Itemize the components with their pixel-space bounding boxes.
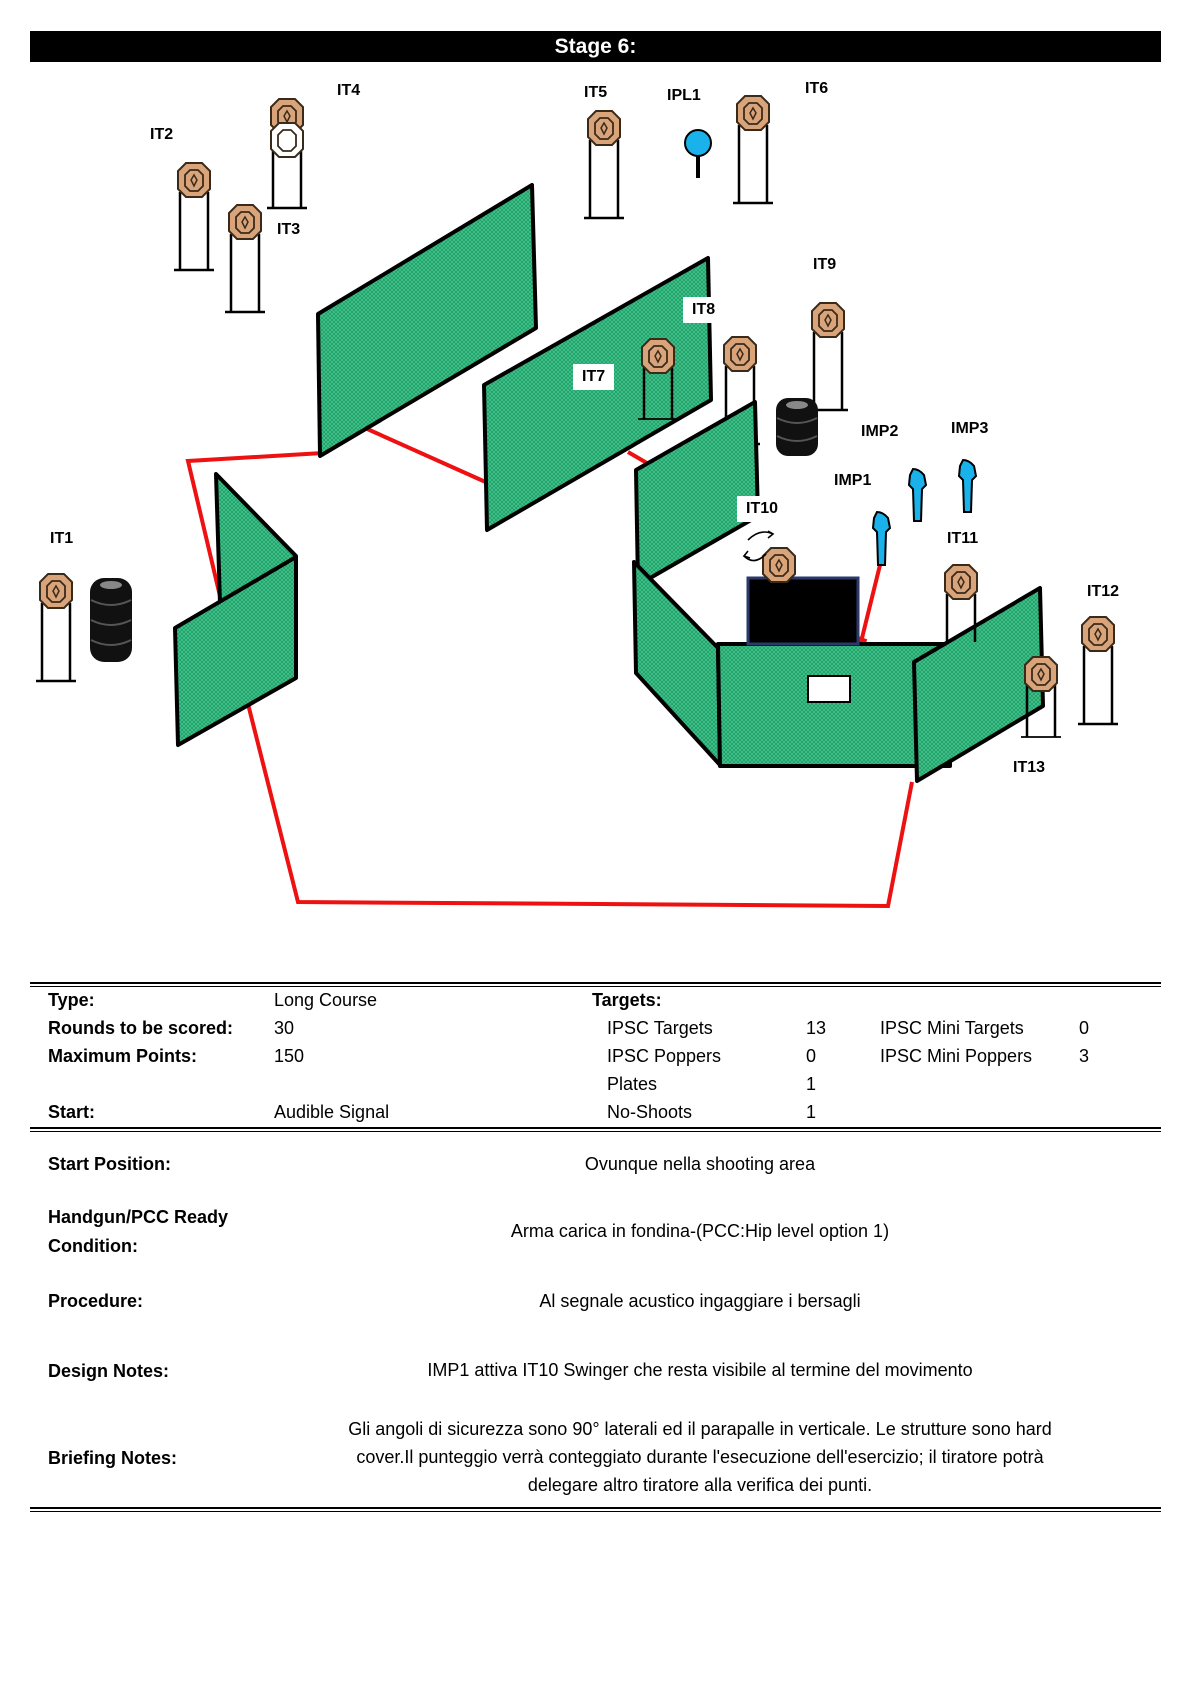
ready-condition-label-line1: Handgun/PCC Ready xyxy=(48,1207,229,1227)
label-it6: IT6 xyxy=(805,80,829,97)
target-type-name: Plates xyxy=(607,1074,658,1094)
label-imp2: IMP2 xyxy=(861,423,899,440)
wall-rear-center xyxy=(482,256,713,532)
wall-rear-left xyxy=(316,183,538,458)
procedure-value: Al segnale acustico ingaggiare i bersagl… xyxy=(539,1291,861,1311)
swinger-backdrop xyxy=(746,576,860,646)
label-it1: IT1 xyxy=(50,530,74,547)
target-it1 xyxy=(34,573,78,683)
target-type-name: No-Shoots xyxy=(607,1102,693,1122)
target-it10-swinger xyxy=(762,547,796,583)
design-notes-label: Design Notes: xyxy=(48,1361,170,1381)
wall-front-center xyxy=(716,642,952,768)
briefing-notes-line3: delegare altro tiratore alla verifica de… xyxy=(527,1475,873,1495)
label-it2: IT2 xyxy=(150,126,174,143)
plate-ipl1 xyxy=(684,129,712,178)
type-label: Type: xyxy=(48,990,95,1010)
type-value: Long Course xyxy=(274,990,378,1010)
target-it2 xyxy=(172,162,216,272)
target-type-name: IPSC Targets xyxy=(607,1018,713,1038)
label-it4: IT4 xyxy=(337,82,361,99)
target-type-count: 0 xyxy=(1079,1018,1090,1038)
target-it6 xyxy=(731,95,775,205)
target-it9 xyxy=(806,302,850,412)
divider-middle xyxy=(30,1127,1161,1132)
start-label: Start: xyxy=(48,1102,96,1122)
rounds-value: 30 xyxy=(274,1018,295,1038)
briefing-notes-line2: cover.Il punteggio verrà conteggiato dur… xyxy=(356,1447,1044,1467)
popper-imp2 xyxy=(907,467,928,522)
barrel-left xyxy=(90,578,132,662)
label-it11: IT11 xyxy=(947,530,979,547)
divider-top xyxy=(30,982,1161,987)
design-notes-value: IMP1 attiva IT10 Swinger che resta visib… xyxy=(427,1360,973,1380)
targets-label: Targets: xyxy=(592,990,662,1010)
briefing-notes-line1: Gli angoli di sicurezza sono 90° lateral… xyxy=(348,1419,1052,1439)
wall-front-left xyxy=(632,560,722,767)
max-points-value: 150 xyxy=(274,1046,305,1066)
briefing-notes-label: Briefing Notes: xyxy=(48,1448,178,1468)
target-type-count: 13 xyxy=(806,1018,827,1038)
target-it4 xyxy=(267,98,307,210)
rounds-label: Rounds to be scored: xyxy=(48,1018,234,1038)
label-imp1: IMP1 xyxy=(834,472,872,489)
max-points-label: Maximum Points: xyxy=(48,1046,198,1066)
popper-imp1 xyxy=(871,510,892,566)
fault-line-left-lower xyxy=(245,699,914,909)
ready-condition-value: Arma carica in fondina-(PCC:Hip level op… xyxy=(510,1221,890,1241)
wall-left-lower xyxy=(173,555,298,747)
label-it8: IT8 xyxy=(683,297,725,323)
label-it13: IT13 xyxy=(1013,759,1046,776)
target-type-count: 1 xyxy=(806,1074,817,1094)
fault-line-left xyxy=(185,451,324,597)
procedure-label: Procedure: xyxy=(48,1291,144,1311)
target-type-name: IPSC Mini Targets xyxy=(880,1018,1024,1038)
label-it9: IT9 xyxy=(813,256,837,273)
target-it5 xyxy=(582,110,626,220)
swing-arrows-icon xyxy=(742,530,775,562)
wall-front-right xyxy=(912,586,1045,783)
label-ipl1: IPL1 xyxy=(667,87,701,104)
target-it3 xyxy=(223,204,267,314)
start-value: Audible Signal xyxy=(274,1102,390,1122)
label-it10: IT10 xyxy=(737,496,788,522)
target-it12 xyxy=(1076,616,1120,726)
target-it11 xyxy=(944,564,978,642)
start-position-value: Ovunque nella shooting area xyxy=(584,1154,816,1174)
stage-title: Stage 6: xyxy=(30,31,1161,62)
label-it12: IT12 xyxy=(1087,583,1120,600)
start-position-label: Start Position: xyxy=(48,1154,172,1174)
target-type-name: IPSC Mini Poppers xyxy=(880,1046,1033,1066)
port-window xyxy=(807,675,851,703)
target-type-count: 3 xyxy=(1079,1046,1090,1066)
target-type-name: IPSC Poppers xyxy=(607,1046,722,1066)
label-imp3: IMP3 xyxy=(951,420,989,437)
stage-diagram xyxy=(34,95,1120,909)
activation-line xyxy=(860,564,882,639)
fault-lines xyxy=(185,426,914,909)
fault-line-center xyxy=(364,426,491,486)
label-it5: IT5 xyxy=(584,84,608,101)
target-type-count: 1 xyxy=(806,1102,817,1122)
no-shoot-target xyxy=(270,122,304,158)
label-it7: IT7 xyxy=(573,364,615,390)
ready-condition-label-line2: Condition: xyxy=(48,1236,138,1256)
barrel-right xyxy=(776,398,818,456)
label-it3: IT3 xyxy=(277,221,301,238)
divider-bottom xyxy=(30,1507,1161,1512)
popper-imp3 xyxy=(957,458,978,513)
target-type-count: 0 xyxy=(806,1046,817,1066)
